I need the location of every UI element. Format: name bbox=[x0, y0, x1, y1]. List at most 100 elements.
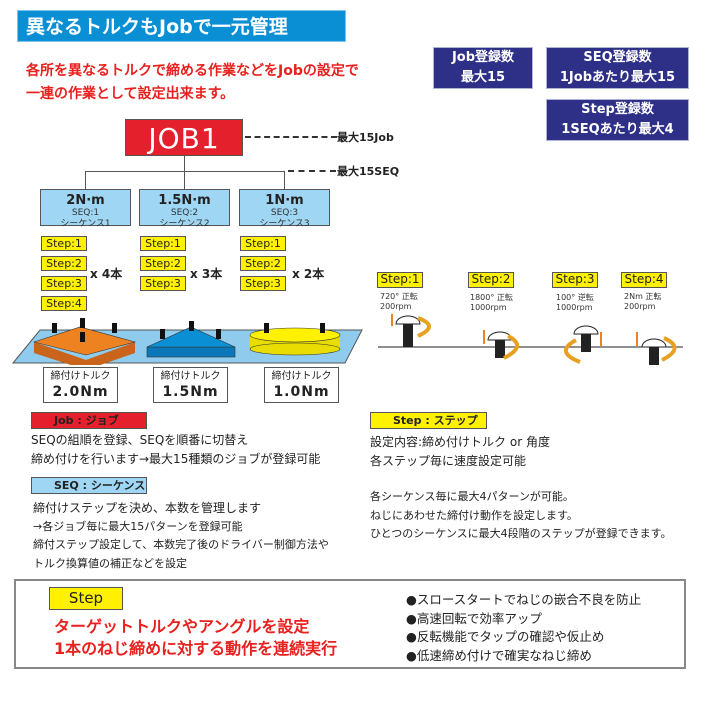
step-section-label: Step : ステップ bbox=[370, 412, 487, 429]
job1-box: JOB1 bbox=[125, 119, 243, 156]
flow-step-2: Step:2 bbox=[468, 272, 514, 288]
torque-value: 1.5Nm bbox=[162, 384, 219, 400]
step-section-para: 各シーケンス毎に最大4パターンが可能。ねじにあわせた締付け動作を設定します。ひと… bbox=[370, 488, 672, 544]
job-count-box: Job登録数最大15 bbox=[433, 47, 533, 89]
step-tag: Step:2 bbox=[240, 256, 286, 271]
torque-box-1: 締付けトルク 2.0Nm bbox=[43, 367, 118, 403]
torque-box-2: 締付けトルク 1.5Nm bbox=[153, 367, 228, 403]
step-tag: Step:1 bbox=[240, 236, 286, 251]
text-line: 締め付けを行います→最大15種類のジョブが登録可能 bbox=[31, 452, 321, 466]
intro-line: 各所を異なるトルクで締める作業などをJobの設定で bbox=[26, 63, 359, 79]
desc-line: 720° 正転 bbox=[380, 292, 418, 301]
seq-torque: 1N·m bbox=[265, 193, 304, 208]
text-line: ねじにあわせた締付け動作を設定します。 bbox=[370, 508, 578, 522]
flow-step-4: Step:4 bbox=[621, 272, 667, 288]
yellow-workpiece bbox=[249, 327, 341, 356]
text-line: トルク換算値の補正などを設定 bbox=[33, 556, 187, 570]
step-section-text: 設定内容:締め付けトルク or 角度各ステップ毎に速度設定可能 bbox=[370, 433, 550, 471]
screw-step3-icon bbox=[564, 325, 602, 364]
dash-line bbox=[288, 170, 336, 172]
intro-text: 各所を異なるトルクで締める作業などをJobの設定で 一連の作業として設定出来ます… bbox=[26, 60, 359, 106]
feature-list: ●スロースタートでねじの嵌合不良を防止 ●高速回転で効率アップ ●反転機能でタップの… bbox=[406, 591, 641, 666]
torque-label: 締付けトルク bbox=[50, 371, 111, 382]
screw-step2-icon bbox=[483, 330, 519, 360]
step-tag: Step:2 bbox=[140, 256, 186, 271]
text-line: 各シーケンス毎に最大4パターンが可能。 bbox=[370, 490, 574, 503]
tree-line bbox=[85, 171, 285, 172]
screw-step-diagram bbox=[378, 314, 683, 365]
seq-torque: 2N·m bbox=[66, 193, 105, 208]
desc-line: 200rpm bbox=[624, 302, 656, 311]
desc-line: 1000rpm bbox=[556, 303, 593, 312]
desc-line: 2Nm 正転 bbox=[624, 292, 662, 301]
screw-count: x 3本 bbox=[190, 267, 223, 281]
screw-count: x 2本 bbox=[292, 267, 325, 281]
text-line: →各ジョブ毎に最大15パターンを登録可能 bbox=[33, 519, 243, 533]
torque-box-3: 締付けトルク 1.0Nm bbox=[264, 367, 339, 403]
text-line: 設定内容:締め付けトルク or 角度 bbox=[370, 435, 550, 449]
desc-line: 1000rpm bbox=[470, 303, 507, 312]
step-tag: Step:4 bbox=[41, 296, 87, 311]
seq-id: SEQ:1 bbox=[71, 208, 100, 218]
box-line: Job登録数 bbox=[451, 50, 515, 65]
text-line: SEQの組順を登録、SEQを順番に切替え bbox=[31, 433, 249, 447]
step-tag: Step:1 bbox=[140, 236, 186, 251]
tree-line bbox=[284, 171, 285, 189]
flow-step-1: Step:1 bbox=[377, 272, 423, 288]
headline-line: ターゲットトルクやアングルを設定 bbox=[54, 617, 310, 636]
torque-value: 1.0Nm bbox=[273, 384, 330, 400]
page-title: 異なるトルクもJobで一元管理 bbox=[17, 10, 346, 42]
feature-item: ●低速締め付けで確実なねじ締め bbox=[406, 648, 592, 664]
torque-label: 締付けトルク bbox=[271, 371, 332, 382]
screw-step1-icon bbox=[391, 314, 431, 347]
job-section-text: SEQの組順を登録、SEQを順番に切替え締め付けを行います→最大15種類のジョブ… bbox=[31, 431, 320, 469]
box-line: Step登録数 bbox=[581, 102, 654, 117]
step-count-box: Step登録数 1SEQあたり最大4 bbox=[546, 99, 689, 141]
box-line: 1Jobあたり最大15 bbox=[559, 70, 676, 85]
torque-value: 2.0Nm bbox=[52, 384, 109, 400]
seq-section-label: SEQ : シーケンス bbox=[31, 477, 147, 494]
tree-line bbox=[184, 171, 185, 189]
step-tag: Step:3 bbox=[240, 276, 286, 291]
screw-step4-icon bbox=[636, 332, 677, 365]
feature-item: ●反転機能でタップの確認や仮止め bbox=[406, 629, 605, 645]
tree-line bbox=[184, 156, 185, 171]
workpieces-illustration bbox=[11, 318, 363, 365]
desc-line: 100° 逆転 bbox=[556, 293, 594, 302]
desc-line: 200rpm bbox=[380, 302, 412, 311]
torque-label: 締付けトルク bbox=[160, 371, 221, 382]
feature-item: ●スロースタートでねじの嵌合不良を防止 bbox=[406, 592, 642, 607]
screw-count: x 4本 bbox=[90, 267, 123, 281]
tree-line bbox=[85, 171, 86, 189]
text-line: 締付けステップを決め、本数を管理します bbox=[33, 501, 262, 515]
step-tag: Step:3 bbox=[41, 276, 87, 291]
box-line: 最大15 bbox=[460, 70, 506, 85]
screw-icons bbox=[52, 318, 325, 342]
step-tag: Step:1 bbox=[41, 236, 87, 251]
seq-name: シーケンス1 bbox=[60, 219, 111, 229]
desc-line: 1800° 正転 bbox=[470, 293, 513, 302]
box-line: 1SEQあたり最大4 bbox=[561, 122, 674, 137]
blue-workpiece bbox=[146, 326, 236, 358]
text-line: 各ステップ毎に速度設定可能 bbox=[370, 454, 527, 468]
dash-line bbox=[245, 136, 337, 138]
text-line: 締付ステップ設定して、本数完了後のドライバー制御方法や bbox=[33, 538, 329, 551]
seq-id: SEQ:2 bbox=[170, 208, 199, 218]
step-tag: Step:2 bbox=[41, 256, 87, 271]
job-section-label: Job : ジョブ bbox=[31, 412, 147, 429]
flow-step-3: Step:3 bbox=[552, 272, 598, 288]
seq-section-text: 締付けステップを決め、本数を管理します →各ジョブ毎に最大15パターンを登録可能締… bbox=[33, 499, 329, 573]
max-seq-label: 最大15SEQ bbox=[337, 165, 400, 178]
feature-item: ●高速回転で効率アップ bbox=[406, 610, 542, 626]
step-summary-label: Step bbox=[49, 587, 123, 610]
max-job-label: 最大15Job bbox=[337, 131, 394, 144]
